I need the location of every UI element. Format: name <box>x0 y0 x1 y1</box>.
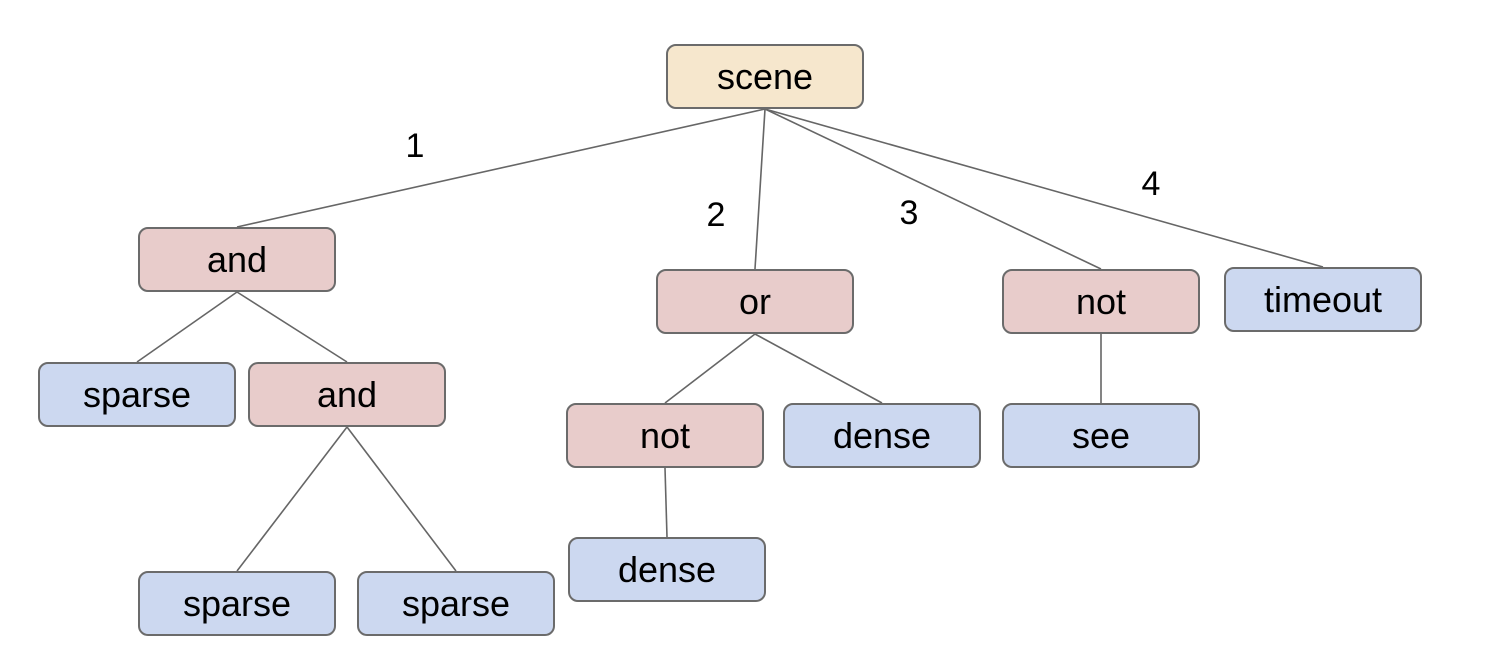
tree-node-label: and <box>316 373 378 415</box>
tree-node-sparse3: sparse <box>357 571 555 636</box>
edge-label-2: 2 <box>706 196 726 234</box>
tree-node-label: dense <box>617 548 717 590</box>
edge-label-1: 1 <box>405 127 425 165</box>
edge-and2-to-sparse2 <box>236 426 348 572</box>
tree-node-timeout1: timeout <box>1224 267 1422 332</box>
edge-and2-to-sparse3 <box>346 426 457 572</box>
edge-scene-to-not1 <box>764 108 1102 270</box>
edge-or1-to-dense1 <box>754 333 883 404</box>
edge-and1-to-sparse1 <box>136 291 238 363</box>
tree-node-scene: scene <box>666 44 864 109</box>
edge-not2-to-dense2 <box>664 467 668 538</box>
tree-node-sparse1: sparse <box>38 362 236 427</box>
edge-scene-to-timeout1 <box>764 108 1324 268</box>
tree-node-dense2: dense <box>568 537 766 602</box>
tree-node-label: see <box>1071 414 1131 456</box>
tree-node-sparse2: sparse <box>138 571 336 636</box>
tree-node-label: timeout <box>1263 278 1383 320</box>
tree-node-dense1: dense <box>783 403 981 468</box>
tree-node-label: and <box>206 238 268 280</box>
edge-and1-to-and2 <box>236 291 348 363</box>
tree-node-label: scene <box>716 55 814 97</box>
edge-scene-to-or1 <box>754 108 766 270</box>
tree-node-label: sparse <box>82 373 192 415</box>
tree-node-label: dense <box>832 414 932 456</box>
edge-label-3: 3 <box>899 194 919 232</box>
edge-scene-to-and1 <box>236 108 766 228</box>
tree-node-and2: and <box>248 362 446 427</box>
tree-node-label: sparse <box>401 582 511 624</box>
edge-label-4: 4 <box>1141 165 1161 203</box>
tree-node-or1: or <box>656 269 854 334</box>
tree-node-label: or <box>738 280 771 322</box>
tree-node-label: not <box>639 414 691 456</box>
tree-node-label: not <box>1075 280 1127 322</box>
tree-node-label: sparse <box>182 582 292 624</box>
tree-node-see1: see <box>1002 403 1200 468</box>
tree-node-not2: not <box>566 403 764 468</box>
edge-or1-to-not2 <box>664 333 756 404</box>
tree-node-not1: not <box>1002 269 1200 334</box>
tree-node-and1: and <box>138 227 336 292</box>
